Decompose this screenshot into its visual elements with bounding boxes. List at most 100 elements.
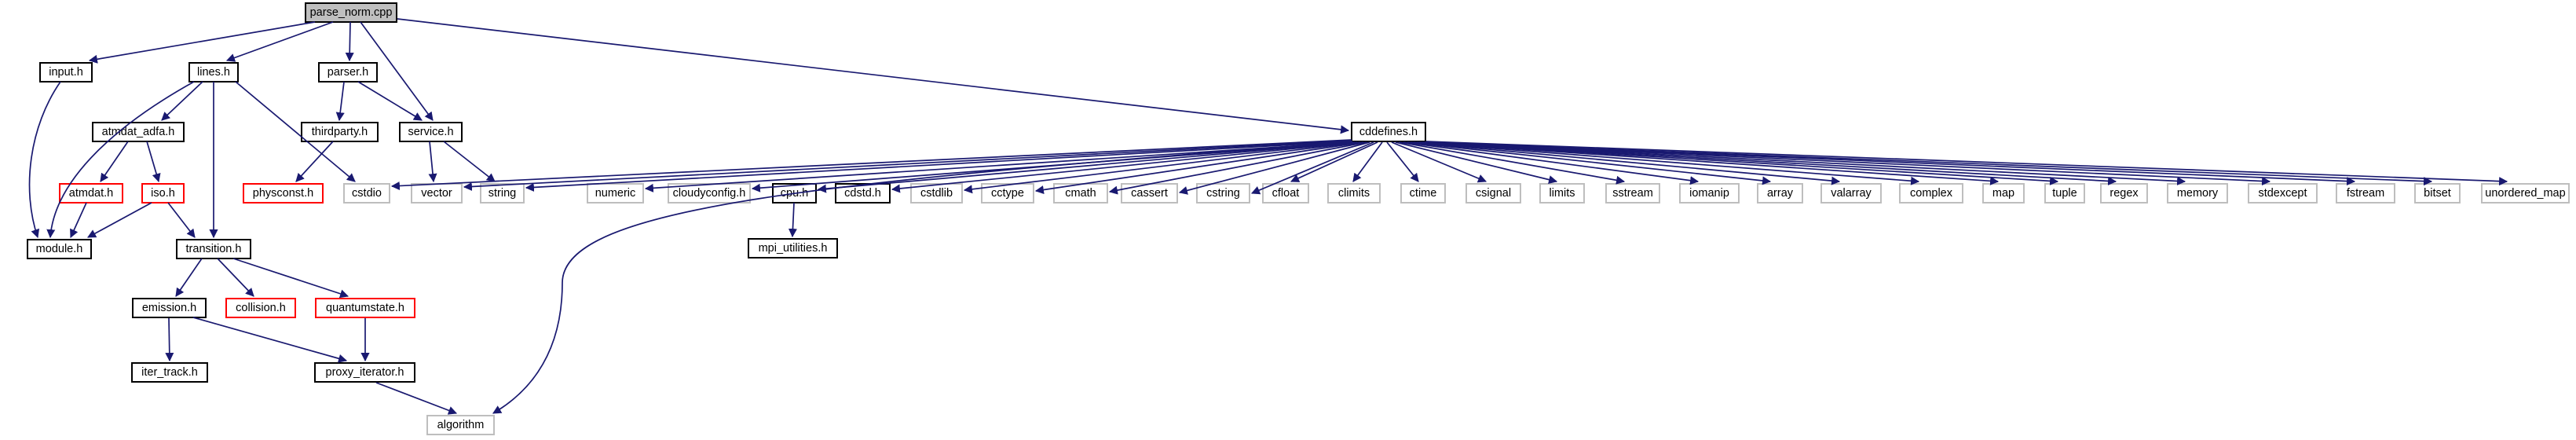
node-cctype: cctype (981, 183, 1034, 204)
node-atmdat_adfa[interactable]: atmdat_adfa.h (92, 122, 185, 142)
node-iso[interactable]: iso.h (141, 183, 185, 204)
edge-cddefines-regex (1421, 141, 2117, 185)
node-transition[interactable]: transition.h (176, 239, 251, 259)
edge-cddefines-cpu (817, 141, 1356, 193)
edge-cddefines-array (1407, 141, 1772, 185)
node-iomanip: iomanip (1679, 183, 1740, 204)
node-cassert: cassert (1121, 183, 1178, 204)
edge-atmdat-module (70, 202, 87, 239)
edge-parse_norm-input (88, 21, 316, 64)
edge-cddefines-vector (463, 140, 1352, 191)
edge-cddefines-complex (1413, 141, 1920, 185)
node-cmath: cmath (1053, 183, 1108, 204)
edge-cddefines-climits (1352, 141, 1383, 182)
node-iter_track[interactable]: iter_track.h (131, 362, 208, 383)
node-tuple: tuple (2044, 183, 2085, 204)
node-sstream: sstream (1605, 183, 1660, 204)
node-cstdlib: cstdlib (910, 183, 963, 204)
edge-cddefines-stdexcept (1424, 141, 2271, 186)
node-complex: complex (1899, 183, 1963, 204)
edge-cddefines-cdstd (891, 141, 1358, 193)
edge-cddefines-ctime (1386, 141, 1419, 182)
node-cfloat: cfloat (1262, 183, 1309, 204)
edge-cddefines-cstdio (390, 139, 1352, 191)
edge-atmdat_adfa-iso (146, 141, 161, 183)
node-array: array (1757, 183, 1803, 204)
edge-cddefines-valarray (1410, 141, 1841, 185)
node-bitset: bitset (2414, 183, 2461, 204)
edge-cddefines-memory (1422, 141, 2186, 186)
node-parse_norm[interactable]: parse_norm.cpp (305, 2, 397, 23)
edge-transition-emission (175, 258, 203, 297)
edge-cddefines-sstream (1399, 141, 1626, 185)
node-lines[interactable]: lines.h (188, 62, 239, 82)
node-input[interactable]: input.h (39, 62, 93, 82)
node-cddefines[interactable]: cddefines.h (1351, 122, 1426, 142)
edge-parse_norm-cddefines (397, 18, 1350, 134)
edge-iso-module (87, 202, 152, 238)
node-cstdio: cstdio (343, 183, 390, 204)
edge-cddefines-map (1416, 141, 2000, 185)
edge-transition-quantumstate (232, 258, 349, 299)
node-stdexcept: stdexcept (2248, 183, 2318, 204)
edge-atmdat_adfa-atmdat (100, 141, 129, 182)
edge-transition-collision (217, 258, 254, 297)
node-ctime: ctime (1400, 183, 1446, 204)
node-numeric: numeric (587, 183, 644, 204)
node-memory: memory (2167, 183, 2228, 204)
node-quantumstate[interactable]: quantumstate.h (315, 298, 415, 318)
node-emission[interactable]: emission.h (132, 298, 207, 318)
edge-proxy_iterator-algorithm (375, 382, 458, 415)
edge-lines-atmdat_adfa (161, 81, 203, 121)
edge-cddefines-bitset (1425, 141, 2433, 186)
node-cloudyconfig: cloudyconfig.h (668, 183, 751, 204)
edge-cddefines-tuple (1418, 141, 2059, 185)
edge-lines-module (46, 81, 195, 239)
node-cpu[interactable]: cpu.h (772, 183, 817, 204)
node-map: map (1982, 183, 2025, 204)
node-fstream: fstream (2336, 183, 2395, 204)
edge-input-module (28, 81, 61, 239)
edge-cddefines-string (525, 141, 1352, 192)
node-unordered_map: unordered_map (2481, 183, 2570, 204)
edge-cddefines-fstream (1425, 141, 2356, 186)
node-cstring: cstring (1196, 183, 1250, 204)
node-cdstd[interactable]: cdstd.h (835, 183, 891, 204)
node-mpi_utilities[interactable]: mpi_utilities.h (748, 238, 838, 258)
edge-parser-thirdparty (335, 81, 345, 122)
node-algorithm: algorithm (426, 415, 495, 435)
edge-cddefines-numeric (644, 141, 1353, 192)
node-regex: regex (2100, 183, 2148, 204)
node-valarray: valarray (1820, 183, 1882, 204)
edge-cddefines-iomanip (1403, 141, 1700, 185)
edge-parse_norm-lines (225, 21, 334, 62)
node-vector: vector (411, 183, 463, 204)
node-atmdat[interactable]: atmdat.h (59, 183, 123, 204)
edge-cddefines-cloudyconfig (751, 141, 1354, 192)
edge-parser-service (357, 81, 423, 121)
edge-cddefines-cfloat (1290, 141, 1378, 182)
node-parser[interactable]: parser.h (318, 62, 378, 82)
node-module[interactable]: module.h (27, 239, 92, 259)
node-proxy_iterator[interactable]: proxy_iterator.h (314, 362, 415, 383)
node-string: string (480, 183, 525, 204)
node-csignal: csignal (1465, 183, 1521, 204)
edge-cddefines-algorithm (492, 141, 1353, 414)
edge-service-vector (428, 141, 437, 183)
node-physconst[interactable]: physconst.h (243, 183, 324, 204)
edge-cpu-mpi_utilities (788, 202, 797, 238)
edge-emission-proxy_iterator (192, 317, 348, 363)
node-service[interactable]: service.h (399, 122, 463, 142)
node-collision[interactable]: collision.h (225, 298, 296, 318)
edge-iso-transition (167, 202, 196, 238)
edge-parse_norm-parser (345, 21, 354, 62)
edge-cddefines-csignal (1391, 141, 1487, 183)
node-thirdparty[interactable]: thirdparty.h (301, 122, 379, 142)
edge-cddefines-limits (1395, 141, 1558, 185)
edge-service-string (443, 141, 496, 182)
edge-thirdparty-physconst (295, 141, 334, 182)
node-climits: climits (1327, 183, 1381, 204)
edge-emission-iter_track (165, 317, 174, 362)
edge-cddefines-unordered_map (1425, 141, 2508, 186)
